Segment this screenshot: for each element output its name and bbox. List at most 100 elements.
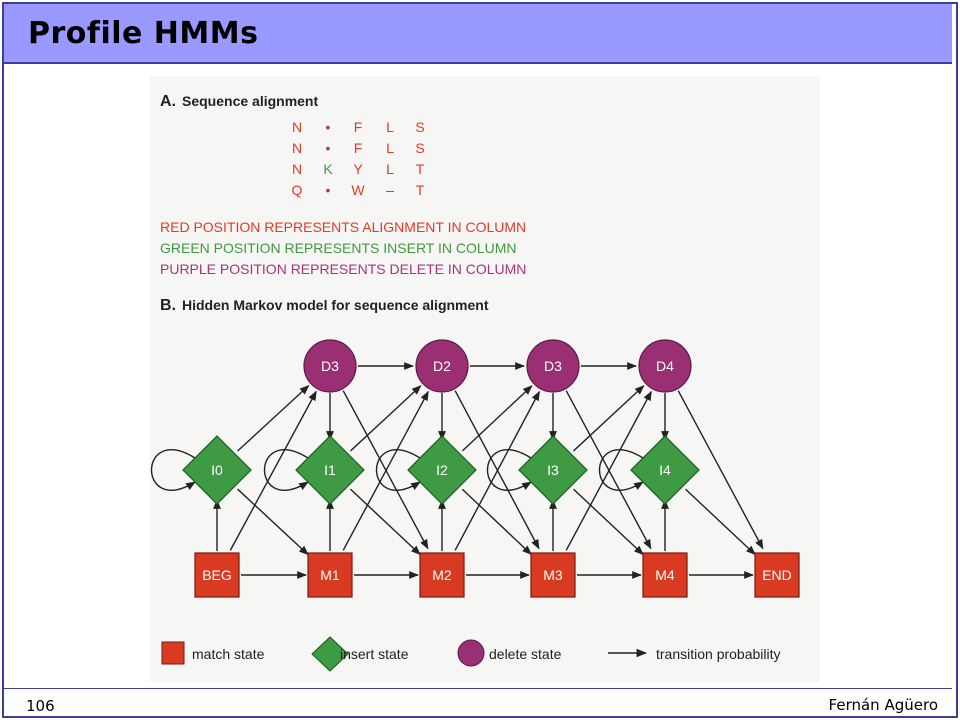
- match-state: END: [754, 552, 800, 598]
- match-state-label: M1: [320, 567, 340, 583]
- transition-insert-match: [349, 488, 421, 556]
- match-state-square: [530, 552, 576, 598]
- match-state: M2: [419, 552, 465, 598]
- alignment-legend-line: PURPLE POSITION REPRESENTS DELETE IN COL…: [160, 261, 526, 277]
- legend-delete-label: delete state: [489, 646, 562, 662]
- section-a-heading: Sequence alignment: [182, 93, 318, 109]
- insert-state-diamond: [295, 435, 365, 505]
- insert-self-loop: [375, 449, 421, 491]
- match-state-label: BEG: [202, 567, 232, 583]
- match-state-label: M2: [432, 567, 452, 583]
- transition-delete-match: [342, 390, 429, 550]
- insert-state: I2: [407, 435, 477, 505]
- alignment-cell: T: [416, 161, 425, 177]
- insert-state: I4: [630, 435, 700, 505]
- transition-insert-match: [237, 488, 309, 556]
- match-state: M1: [307, 552, 353, 598]
- insert-state-label: I3: [547, 462, 559, 478]
- alignment-cell: •: [326, 119, 331, 135]
- delete-state-label: D4: [656, 358, 674, 374]
- alignment-cell: K: [323, 161, 333, 177]
- alignment-cell: –: [386, 182, 394, 198]
- insert-state-diamond: [407, 435, 477, 505]
- legend-insert-label: insert state: [340, 646, 409, 662]
- insert-self-loop: [150, 449, 196, 491]
- legend-match-swatch: [161, 641, 185, 665]
- legend-delete-swatch: [457, 639, 485, 667]
- delete-state-circle: [415, 339, 469, 393]
- match-state-label: M4: [655, 567, 675, 583]
- insert-self-loop: [598, 449, 644, 491]
- transition-delete-match: [565, 390, 652, 550]
- delete-state-circle: [526, 339, 580, 393]
- insert-state-diamond: [518, 435, 588, 505]
- insert-state-label: I1: [324, 462, 336, 478]
- insert-state-label: I2: [436, 462, 448, 478]
- alignment-cell: F: [354, 140, 363, 156]
- delete-state: D2: [415, 339, 469, 393]
- delete-state-label: D2: [433, 358, 451, 374]
- footer-divider: [4, 688, 952, 689]
- insert-self-loop: [486, 449, 532, 491]
- section-a-letter: A.: [160, 93, 176, 110]
- title-bar: Profile HMMs: [4, 4, 952, 64]
- transition-delete-match: [454, 390, 540, 550]
- match-state: M4: [642, 552, 688, 598]
- alignment-legend-line: RED POSITION REPRESENTS ALIGNMENT IN COL…: [160, 219, 526, 235]
- alignment-legend-line: GREEN POSITION REPRESENTS INSERT IN COLU…: [160, 240, 517, 256]
- match-state-label: END: [762, 567, 792, 583]
- transition-insert-match: [572, 488, 644, 556]
- alignment-cell: L: [386, 161, 394, 177]
- transition-insert-delete: [573, 385, 645, 452]
- insert-state: I0: [182, 435, 252, 505]
- insert-state: I3: [518, 435, 588, 505]
- insert-state-label: I4: [659, 462, 671, 478]
- alignment-cell: Y: [353, 161, 363, 177]
- page-number: 106: [26, 697, 55, 715]
- match-state-square: [307, 552, 353, 598]
- slide-title: Profile HMMs: [28, 16, 259, 51]
- author-credit: Fernán Agüero: [828, 696, 938, 714]
- transition-insert-match: [684, 488, 756, 556]
- transition-delete-match: [677, 390, 764, 550]
- legend-match-label: match state: [192, 646, 265, 662]
- alignment-cell: W: [351, 182, 365, 198]
- delete-state-label: D3: [544, 358, 562, 374]
- alignment-cell: N: [292, 161, 302, 177]
- match-state-square: [419, 552, 465, 598]
- delete-state-circle: [638, 339, 692, 393]
- alignment-cell: Q: [292, 182, 303, 198]
- delete-state-circle: [303, 339, 357, 393]
- alignment-cell: S: [415, 140, 424, 156]
- alignment-cell: •: [326, 140, 331, 156]
- transition-insert-delete: [350, 385, 422, 452]
- section-b-heading: Hidden Markov model for sequence alignme…: [182, 297, 489, 313]
- transition-match-delete: [229, 390, 317, 551]
- insert-state-diamond: [182, 435, 252, 505]
- match-state-label: M3: [543, 567, 563, 583]
- alignment-cell: F: [354, 119, 363, 135]
- insert-state: I1: [295, 435, 365, 505]
- alignment-cell: N: [292, 140, 302, 156]
- delete-state: D3: [526, 339, 580, 393]
- alignment-cell: S: [415, 119, 424, 135]
- match-state: M3: [530, 552, 576, 598]
- insert-state-diamond: [630, 435, 700, 505]
- match-state-square: [754, 552, 800, 598]
- alignment-cell: L: [386, 140, 394, 156]
- legend-transition-label: transition probability: [656, 646, 781, 662]
- transition-insert-match: [461, 488, 532, 556]
- alignment-cell: •: [326, 182, 331, 198]
- match-state: BEG: [194, 552, 240, 598]
- match-state-square: [194, 552, 240, 598]
- delete-state-label: D3: [321, 358, 339, 374]
- alignment-cell: L: [386, 119, 394, 135]
- hmm-transitions: [150, 362, 764, 579]
- delete-state: D3: [303, 339, 357, 393]
- transition-insert-delete: [461, 385, 533, 452]
- legend-insert-swatch: [311, 636, 349, 672]
